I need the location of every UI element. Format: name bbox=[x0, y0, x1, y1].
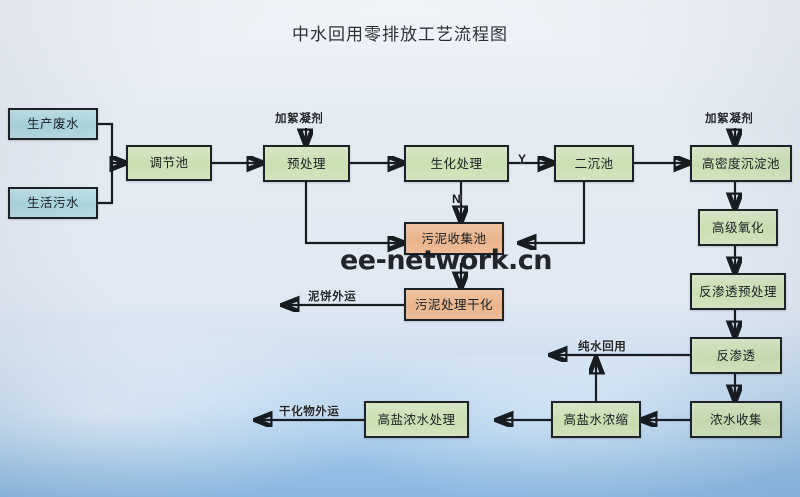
node-label: 浓水收集 bbox=[709, 411, 762, 427]
edge-label-pure-water-reuse: 纯水回用 bbox=[578, 339, 627, 353]
chart-title: 中水回用零排放工艺流程图 bbox=[292, 25, 508, 45]
node-label: 高级氧化 bbox=[711, 219, 764, 235]
node-label: 生化处理 bbox=[430, 155, 483, 171]
node-sludge-collection-tank[interactable]: 污泥收集池 bbox=[404, 222, 504, 255]
node-label: 污泥处理干化 bbox=[414, 296, 493, 312]
node-brine-concentration[interactable]: 高盐水浓缩 bbox=[551, 401, 641, 438]
node-label: 二沉池 bbox=[574, 155, 614, 171]
node-label: 反渗透预处理 bbox=[698, 283, 777, 299]
node-biochemical-treatment[interactable]: 生化处理 bbox=[404, 145, 509, 182]
node-production-wastewater[interactable]: 生产废水 bbox=[8, 108, 98, 140]
node-label: 调节池 bbox=[149, 155, 189, 171]
node-sludge-drying[interactable]: 污泥处理干化 bbox=[404, 288, 504, 321]
node-regulating-tank[interactable]: 调节池 bbox=[126, 145, 212, 181]
node-reverse-osmosis[interactable]: 反渗透 bbox=[690, 337, 782, 374]
background-haze-top bbox=[0, 0, 800, 120]
branch-label-yes: Y bbox=[518, 152, 527, 166]
node-label: 反渗透 bbox=[716, 347, 756, 363]
node-label: 生产废水 bbox=[26, 116, 79, 132]
node-label: 高盐水浓缩 bbox=[563, 411, 629, 427]
node-label: 高盐浓水处理 bbox=[377, 411, 456, 427]
node-label: 高密度沉淀池 bbox=[701, 155, 780, 171]
edge-label-flocculant-right: 加絮凝剂 bbox=[705, 111, 754, 125]
watermark-text: ee-network.cn bbox=[340, 245, 553, 276]
node-label: 预处理 bbox=[286, 155, 326, 171]
node-pretreatment[interactable]: 预处理 bbox=[263, 145, 350, 182]
node-brine-treatment[interactable]: 高盐浓水处理 bbox=[364, 401, 469, 438]
edge-label-flocculant-left: 加絮凝剂 bbox=[275, 111, 324, 125]
node-high-density-settling-tank[interactable]: 高密度沉淀池 bbox=[690, 145, 792, 182]
edge-label-sludge-cake-outbound: 泥饼外运 bbox=[308, 289, 357, 303]
node-label: 生活污水 bbox=[26, 195, 79, 211]
background-haze-left bbox=[0, 330, 420, 497]
node-secondary-settling-tank[interactable]: 二沉池 bbox=[554, 145, 634, 182]
node-ro-pretreatment[interactable]: 反渗透预处理 bbox=[690, 273, 786, 310]
node-label: 污泥收集池 bbox=[421, 230, 487, 246]
edge-label-dried-matter-outbound: 干化物外运 bbox=[279, 404, 340, 418]
node-concentrate-collection[interactable]: 浓水收集 bbox=[690, 401, 782, 438]
node-advanced-oxidation[interactable]: 高级氧化 bbox=[698, 209, 778, 246]
node-domestic-sewage[interactable]: 生活污水 bbox=[8, 187, 98, 219]
branch-label-no: N bbox=[452, 192, 461, 206]
